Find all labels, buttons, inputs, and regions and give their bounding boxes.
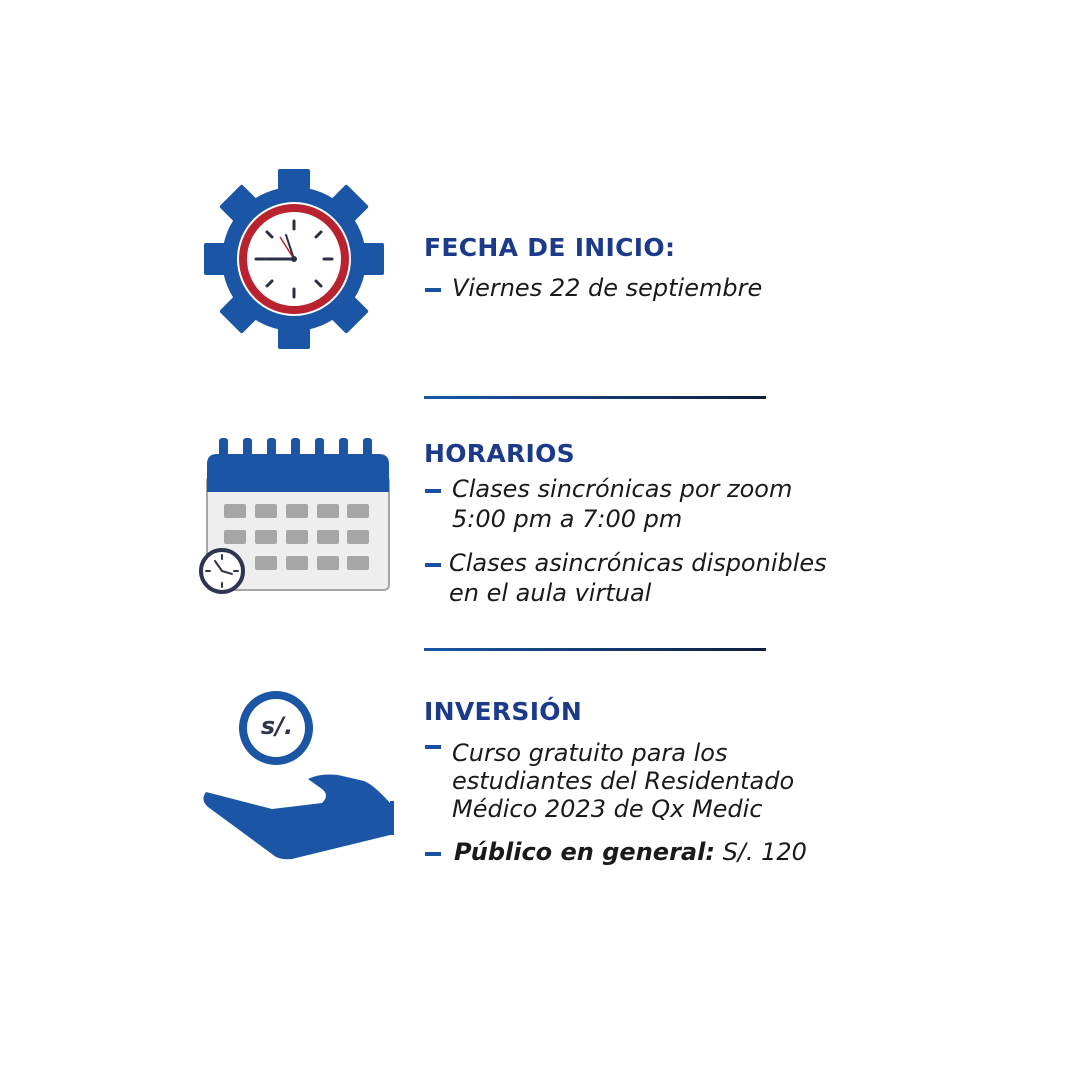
start-date-heading: FECHA DE INICIO: [424,233,676,262]
section-divider [424,396,766,399]
bullet-dash [425,489,441,493]
public-price-label: Público en general: [454,838,715,866]
public-price-value: S/. 120 [722,838,807,866]
investment-item-free: Curso gratuito para los estudiantes del … [452,739,794,823]
schedule-async-line2: en el aula virtual [449,579,652,607]
coin-label: s/. [260,712,294,740]
investment-item-public: Público en general: S/. 120 [454,837,807,867]
hand-coin-icon: s/. [196,685,394,863]
calendar-clock-icon [196,436,394,596]
schedule-sync-line1: Clases sincrónicas por zoom [452,475,793,503]
investment-free-line1: Curso gratuito para los [452,739,728,767]
schedule-async-line1: Clases asincrónicas disponibles [449,549,827,577]
bullet-dash [425,288,441,292]
schedule-heading: HORARIOS [424,439,575,468]
investment-free-line3: Médico 2023 de Qx Medic [452,795,763,823]
bullet-dash [425,852,441,856]
schedule-item-async: Clases asincrónicas disponibles en el au… [449,548,827,608]
investment-free-line2: estudiantes del Residentado [452,767,795,795]
schedule-sync-line2: 5:00 pm a 7:00 pm [452,505,683,533]
gear-clock-icon [200,165,388,353]
investment-heading: INVERSIÓN [424,697,583,726]
bullet-dash [425,745,441,749]
schedule-item-sync: Clases sincrónicas por zoom 5:00 pm a 7:… [452,474,792,534]
start-date-value: Viernes 22 de septiembre [452,274,763,302]
bullet-dash [425,563,441,567]
section-divider [424,648,766,651]
